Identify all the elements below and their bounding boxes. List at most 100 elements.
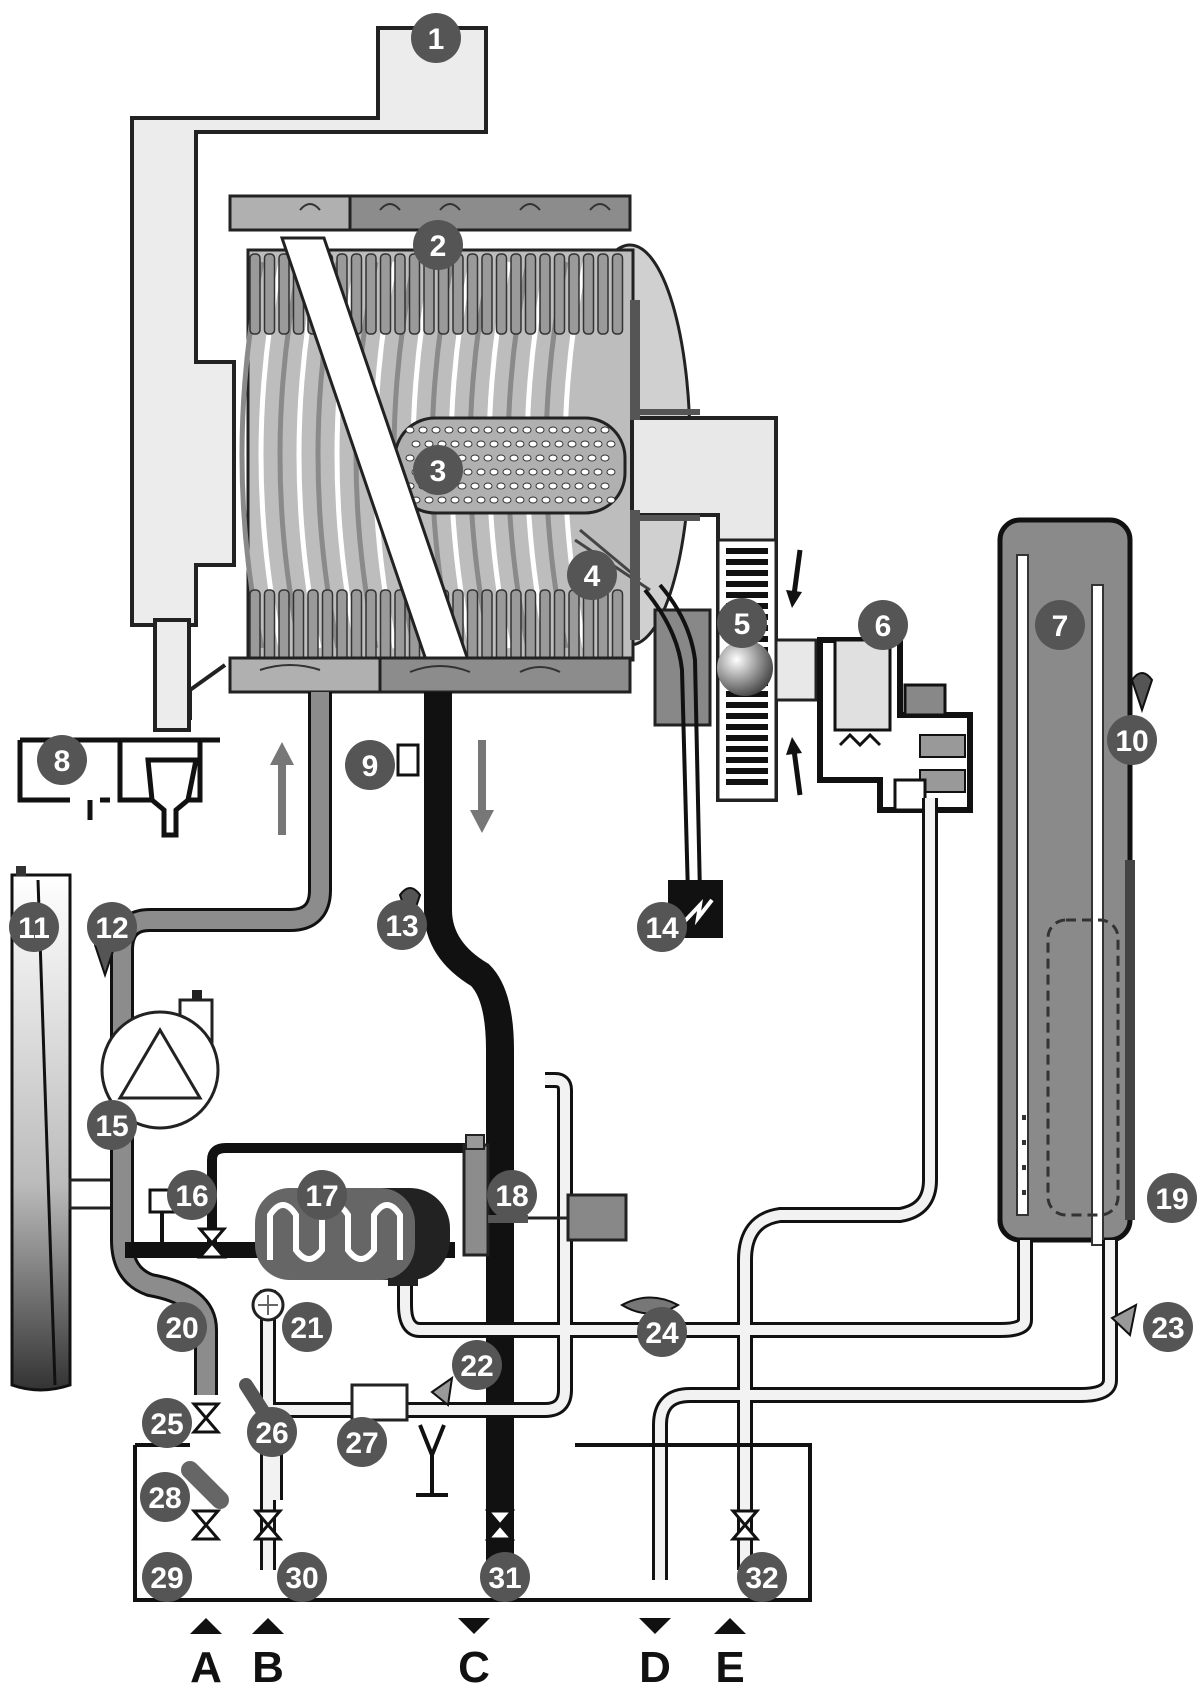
filling-device [350, 1383, 409, 1422]
svg-text:28: 28 [148, 1482, 181, 1515]
badge-22: 22 [452, 1340, 502, 1390]
drain-funnel [416, 1424, 448, 1497]
badge-7: 7 [1035, 600, 1085, 650]
badge-20: 20 [157, 1302, 207, 1352]
badge-14: 14 [637, 902, 687, 952]
badge-26: 26 [247, 1407, 297, 1457]
svg-text:D: D [639, 1643, 671, 1692]
svg-text:21: 21 [290, 1312, 323, 1345]
svg-text:13: 13 [385, 910, 418, 943]
svg-text:18: 18 [495, 1180, 528, 1213]
svg-text:25: 25 [150, 1408, 183, 1441]
svg-text:29: 29 [150, 1562, 183, 1595]
badge-11: 11 [9, 902, 59, 952]
svg-text:9: 9 [362, 750, 379, 783]
badge-17: 17 [297, 1170, 347, 1220]
svg-text:14: 14 [645, 912, 679, 945]
connection-A: A [190, 1618, 222, 1692]
flow-sensor [251, 1288, 285, 1322]
badge-28: 28 [140, 1472, 190, 1522]
svg-text:30: 30 [285, 1562, 318, 1595]
svg-text:5: 5 [734, 608, 751, 641]
badge-25: 25 [142, 1398, 192, 1448]
svg-text:E: E [715, 1643, 744, 1692]
sensor-10 [1130, 672, 1154, 714]
badge-23: 23 [1143, 1302, 1193, 1352]
bottom-manifold [228, 656, 632, 694]
svg-text:11: 11 [18, 912, 50, 945]
svg-text:16: 16 [175, 1180, 208, 1213]
svg-text:31: 31 [488, 1562, 521, 1595]
badge-30: 30 [277, 1552, 327, 1602]
svg-text:4: 4 [584, 560, 601, 593]
svg-text:22: 22 [460, 1350, 493, 1383]
overheat-thermostat [396, 743, 420, 777]
plate-heat-exchanger [255, 1188, 450, 1286]
ignition-leads [643, 583, 702, 896]
svg-text:26: 26 [255, 1417, 288, 1450]
pipework [110, 692, 1118, 1580]
badge-31: 31 [480, 1552, 530, 1602]
badge-4: 4 [567, 550, 617, 600]
svg-text:2: 2 [430, 230, 447, 263]
badge-9: 9 [345, 740, 395, 790]
badge-2: 2 [413, 220, 463, 270]
pump [100, 990, 220, 1130]
safety-valve-24 [1110, 1303, 1138, 1337]
base-frame [133, 1443, 812, 1602]
burner-holes [405, 426, 616, 504]
svg-text:B: B [252, 1643, 284, 1692]
svg-text:19: 19 [1155, 1183, 1188, 1216]
flow-arrows [270, 740, 494, 835]
svg-text:15: 15 [95, 1110, 128, 1143]
fan-hub [717, 640, 773, 696]
svg-text:17: 17 [305, 1180, 338, 1213]
isolation-valves [190, 1227, 761, 1541]
badge-32: 32 [737, 1552, 787, 1602]
svg-text:23: 23 [1151, 1312, 1184, 1345]
badge-6: 6 [858, 600, 908, 650]
badge-3: 3 [413, 445, 463, 495]
badge-18: 18 [487, 1170, 537, 1220]
badge-27: 27 [337, 1417, 387, 1467]
connection-E: E [714, 1618, 746, 1692]
svg-text:7: 7 [1052, 610, 1069, 643]
flue-duct [130, 26, 488, 732]
condensate-trap [17, 737, 220, 838]
svg-text:12: 12 [95, 912, 128, 945]
badge-24: 24 [637, 1307, 687, 1357]
fan [653, 538, 803, 802]
svg-text:1: 1 [428, 23, 445, 56]
badge-21: 21 [282, 1302, 332, 1352]
svg-text:8: 8 [54, 745, 71, 778]
gas-valve [774, 637, 973, 813]
badge-5: 5 [717, 598, 767, 648]
badge-15: 15 [87, 1100, 137, 1150]
connection-D: D [639, 1618, 671, 1692]
svg-text:20: 20 [165, 1312, 198, 1345]
badge-29: 29 [142, 1552, 192, 1602]
connection-C: C [458, 1618, 490, 1692]
badge-19: 19 [1147, 1173, 1197, 1223]
svg-text:C: C [458, 1643, 490, 1692]
badge-8: 8 [37, 735, 87, 785]
svg-text:6: 6 [875, 610, 892, 643]
badge-10: 10 [1107, 715, 1157, 765]
badge-16: 16 [167, 1170, 217, 1220]
svg-text:27: 27 [345, 1427, 378, 1460]
svg-text:3: 3 [430, 455, 447, 488]
svg-text:24: 24 [645, 1317, 679, 1350]
svg-text:A: A [190, 1643, 222, 1692]
badge-13: 13 [377, 900, 427, 950]
svg-text:32: 32 [745, 1562, 778, 1595]
badge-1: 1 [411, 13, 461, 63]
hot-water-tank [997, 517, 1135, 1246]
safety-valve-22 [430, 1375, 454, 1407]
svg-text:10: 10 [1115, 725, 1148, 758]
connection-B: B [252, 1618, 284, 1692]
badge-12: 12 [87, 902, 137, 952]
coil-fins [249, 253, 624, 663]
